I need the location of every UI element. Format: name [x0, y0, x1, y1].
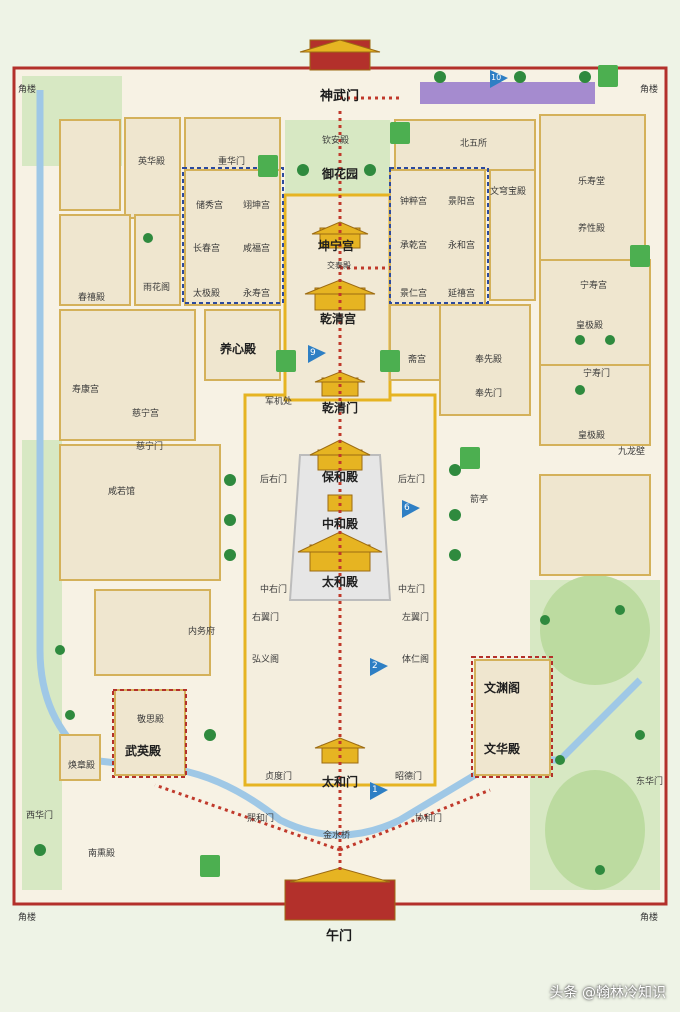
label-zhongyou: 中右门: [260, 585, 288, 595]
label-tiren: 体仁阁: [402, 655, 430, 665]
label-yanxi: 延禧宫: [448, 289, 476, 299]
label-qianqing-palace: 乾清宫: [320, 312, 357, 326]
label-zhongzuo: 中左门: [398, 585, 426, 595]
label-zhonghe: 中和殿: [322, 517, 359, 531]
label-houzuo: 后左门: [398, 475, 426, 485]
label-ningshou-gate: 宁寿门: [583, 369, 611, 379]
wuying-box: [112, 689, 187, 778]
label-imperial-garden: 御花园: [322, 167, 359, 181]
label-chonghua: 重华门: [218, 157, 246, 167]
label-zhaigong: 斋宫: [408, 355, 427, 365]
label-zhaode: 昭德门: [395, 772, 423, 782]
label-chunxi: 春禧殿: [78, 293, 106, 303]
corner-se: 角楼: [640, 913, 659, 923]
label-yangxing: 养性殿: [578, 224, 606, 234]
label-beiwusuo: 北五所: [460, 139, 488, 149]
flag-marker-icon[interactable]: [308, 70, 508, 800]
label-fengxian-gate: 奉先门: [475, 389, 503, 399]
label-kunning: 坤宁宫: [318, 239, 355, 253]
label-houyou: 后右门: [260, 475, 288, 485]
label-hongyi: 弘义阁: [252, 655, 280, 665]
label-jingsi: 敬思殿: [137, 715, 165, 725]
label-chengqian: 承乾宫: [400, 241, 428, 251]
six-west-palaces-box: [182, 167, 284, 304]
label-changchun: 长春宫: [193, 244, 221, 254]
garden-east-upper: [540, 575, 650, 685]
label-huangji-gate: 皇极殿: [578, 431, 606, 441]
marker-9[interactable]: 9: [310, 348, 316, 358]
gate-east: 东华门: [636, 777, 664, 787]
label-wenshu: 文穹宝殿: [490, 187, 527, 197]
label-youyi: 右翼门: [252, 613, 280, 623]
six-east-palaces-box: [389, 167, 489, 304]
label-qinan: 钦安殿: [322, 136, 350, 146]
label-yangxin: 养心殿: [220, 342, 257, 356]
label-shoukang: 寿康宫: [72, 385, 100, 395]
label-taihe-hall: 太和殿: [322, 575, 359, 589]
marker-1[interactable]: 1: [372, 785, 378, 795]
label-ningshou: 宁寿宫: [580, 281, 608, 291]
label-xianruo: 咸若馆: [108, 487, 136, 497]
gate-south: 午门: [326, 929, 353, 944]
side-compounds: [59, 114, 651, 781]
gate-west: 西华门: [26, 811, 54, 821]
tree-icon: [34, 71, 645, 875]
label-zuoyi: 左翼门: [402, 613, 430, 623]
label-taihe-gate: 太和门: [322, 775, 359, 789]
label-jinshui-bridge: 金水桥: [323, 831, 351, 841]
label-wuying: 武英殿: [125, 744, 162, 758]
label-yongshou: 永寿宫: [243, 289, 271, 299]
label-cining: 慈宁宫: [132, 409, 160, 419]
label-wenhua: 文华殿: [484, 742, 521, 756]
marker-10[interactable]: 10: [491, 73, 502, 82]
label-huanzhang: 焕章殿: [68, 761, 96, 771]
label-qianqing-gate: 乾清门: [322, 401, 359, 415]
label-xianfu: 咸福宫: [243, 244, 271, 254]
label-wenyuan: 文渊阁: [484, 681, 521, 695]
label-chuxiu: 储秀宫: [196, 201, 224, 211]
tour-route: [154, 96, 491, 870]
label-zhendu: 贞度门: [265, 772, 293, 782]
label-taiji: 太极殿: [193, 289, 221, 299]
label-jiaotai: 交泰殿: [327, 261, 351, 270]
label-zhongcui: 钟粹宫: [400, 197, 428, 207]
toilet-icon[interactable]: [200, 65, 650, 877]
label-huangji: 皇极殿: [576, 321, 604, 331]
label-yonghe: 永和宫: [448, 241, 476, 251]
label-xiehe: 协和门: [415, 814, 443, 824]
gate-north: 神武门: [320, 89, 360, 104]
label-jiulongbi: 九龙壁: [618, 447, 646, 457]
label-junjichu: 军机处: [265, 397, 293, 407]
label-jianting: 箭亭: [470, 495, 489, 505]
corner-nw: 角楼: [18, 85, 37, 95]
marker-6[interactable]: 6: [404, 503, 410, 513]
north-exit-strip: [420, 82, 595, 104]
label-jingren: 景仁宫: [400, 289, 428, 299]
wenhua-box: [471, 656, 553, 778]
garden-east-lower: [545, 770, 645, 890]
label-neiwufu: 内务府: [188, 627, 216, 637]
label-baohe: 保和殿: [322, 470, 359, 484]
marker-2[interactable]: 2: [372, 661, 378, 671]
label-nanxun: 南熏殿: [88, 849, 116, 859]
label-xihe: 熙和门: [247, 814, 275, 824]
label-yuhuage: 雨花阁: [143, 283, 171, 293]
label-yikun: 翊坤宫: [243, 201, 271, 211]
label-cining-gate: 慈宁门: [136, 442, 164, 452]
label-jingyang: 景阳宫: [448, 197, 476, 207]
corner-sw: 角楼: [18, 913, 37, 923]
label-fengxian: 奉先殿: [475, 355, 503, 365]
label-yinghua: 英华殿: [138, 157, 166, 167]
watermark: 头条 @翰林冷知识: [549, 985, 666, 1001]
label-leshou: 乐寿堂: [578, 177, 606, 187]
corner-ne: 角楼: [640, 85, 659, 95]
